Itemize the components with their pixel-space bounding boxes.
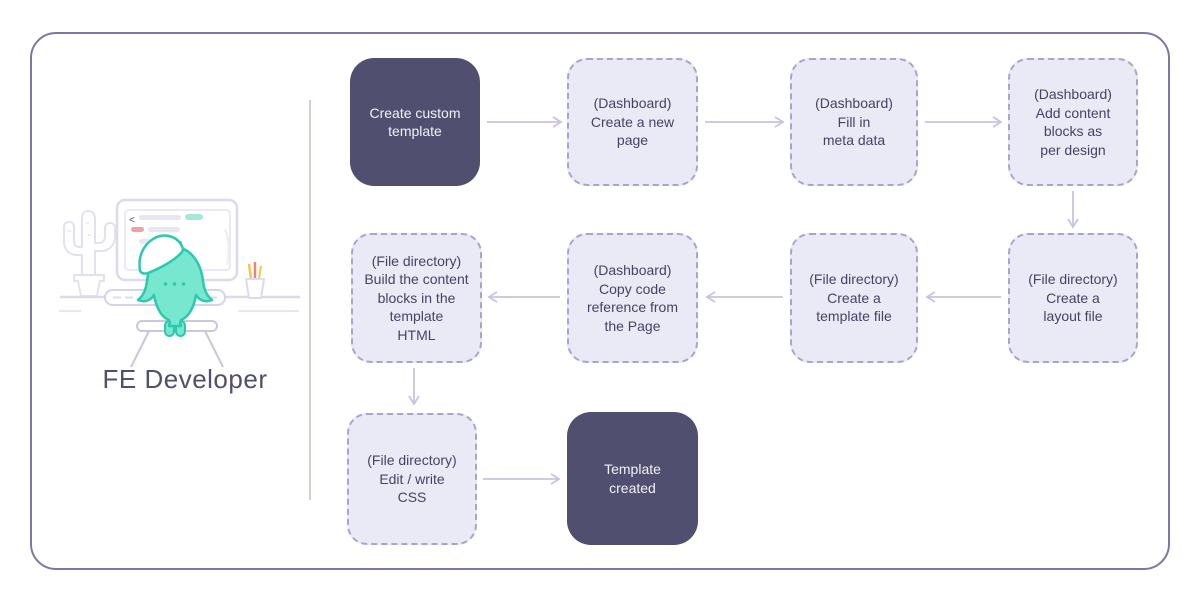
flow-node-template-created: Template created	[567, 412, 698, 545]
flow-node-label: (Dashboard) Fill in meta data	[815, 95, 893, 149]
mascot-icon	[136, 234, 214, 337]
flow-node-create-new-page: (Dashboard) Create a new page	[567, 58, 698, 186]
flow-node-label: Create custom template	[369, 104, 461, 140]
flow-node-label: (Dashboard) Copy code reference from the…	[586, 262, 679, 334]
flow-node-label: Template created	[604, 461, 661, 496]
flow-node-label: (File directory) Create a template file	[809, 271, 899, 325]
flow-node-label: (File directory) Create a layout file	[1028, 271, 1118, 325]
svg-text:<: <	[129, 216, 135, 227]
flow-node-create-layout-file: (File directory) Create a layout file	[1008, 233, 1138, 363]
flow-node-label: (File directory) Edit / write CSS	[367, 452, 457, 506]
cactus-icon	[63, 210, 116, 297]
flow-node-label: (Dashboard) Create a new page	[590, 95, 675, 149]
flow-node-copy-code-reference: (Dashboard) Copy code reference from the…	[567, 233, 698, 363]
flow-node-edit-write-css: (File directory) Edit / write CSS	[347, 413, 477, 545]
actor-divider-line	[309, 100, 311, 500]
pencil-cup-icon	[245, 262, 265, 299]
flow-node-create-custom-template: Create custom template	[350, 58, 480, 186]
actor-label: FE Developer	[102, 364, 268, 394]
flow-node-build-content-blocks: (File directory) Build the content block…	[351, 233, 482, 363]
flow-node-label: (Dashboard) Add content blocks as per de…	[1034, 86, 1112, 158]
flow-node-fill-in-meta-data: (Dashboard) Fill in meta data	[790, 58, 918, 186]
leaf-icon	[138, 234, 185, 275]
flow-node-label: (File directory) Build the content block…	[364, 252, 469, 343]
flow-node-create-template-file: (File directory) Create a template file	[790, 233, 918, 363]
diagram-frame	[30, 32, 1170, 570]
flow-node-add-content-blocks: (Dashboard) Add content blocks as per de…	[1008, 58, 1138, 186]
fe-developer-illustration: < />	[59, 198, 300, 368]
